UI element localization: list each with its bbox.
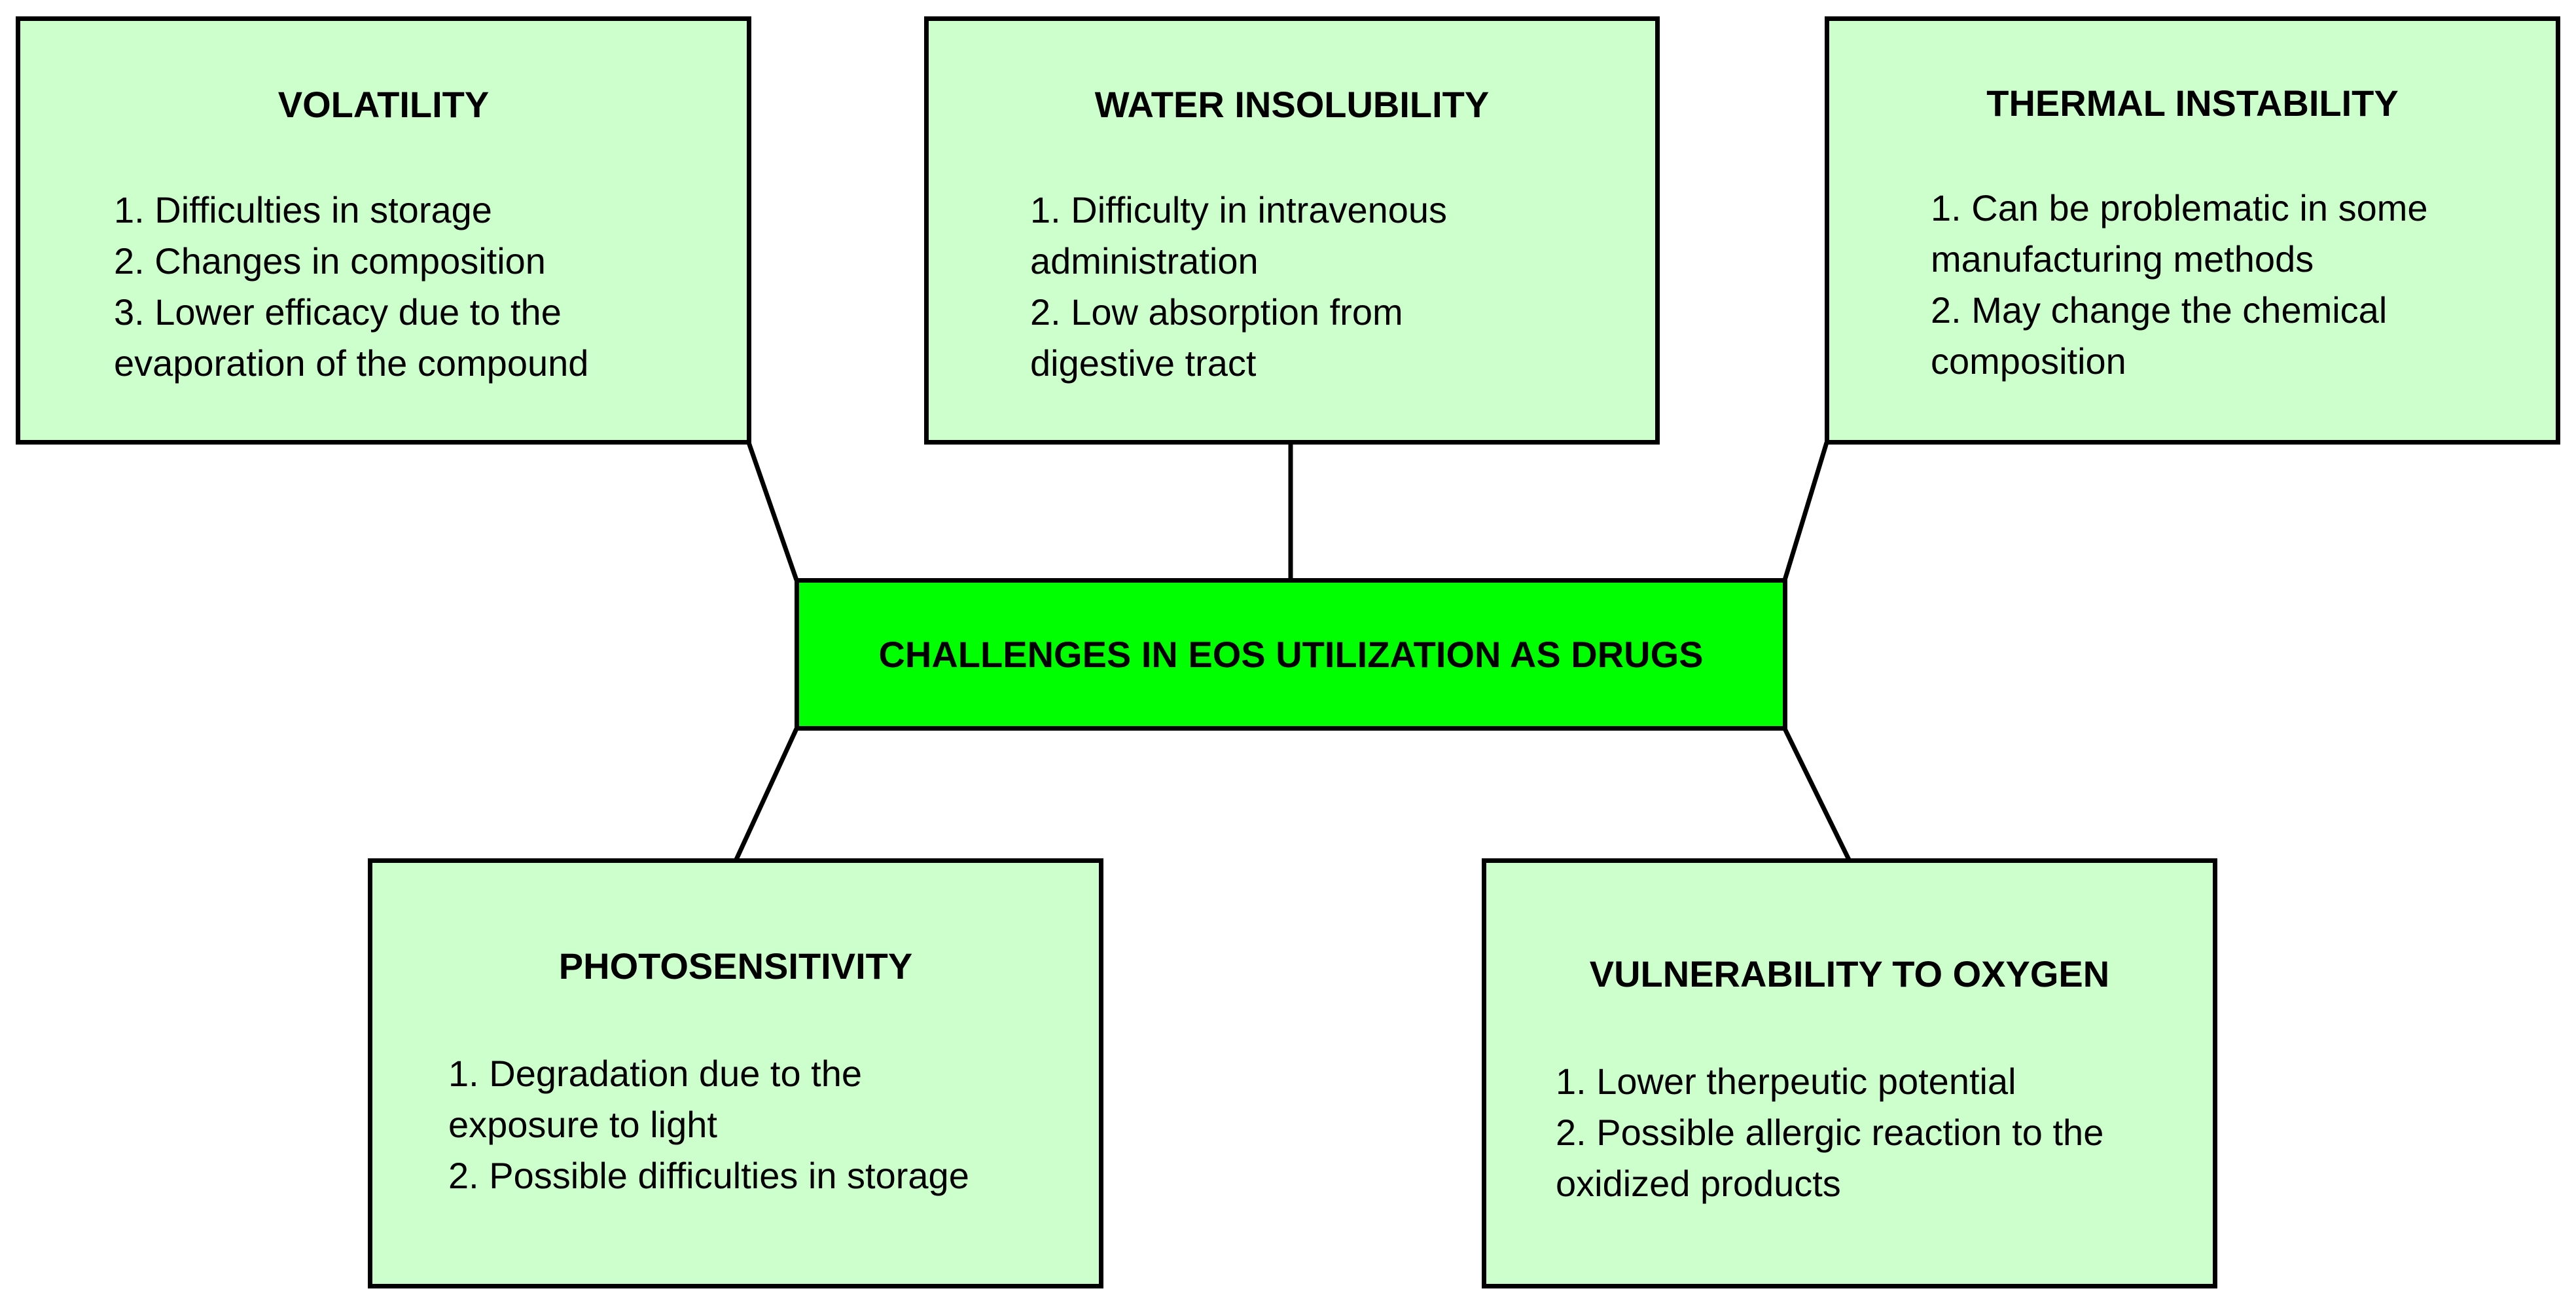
list-item: 2. Changes in composition	[114, 240, 546, 282]
list-item: digestive tract	[1030, 342, 1257, 384]
thermal-instability-title: THERMAL INSTABILITY	[1986, 82, 2399, 124]
photosensitivity-title: PHOTOSENSITIVITY	[558, 945, 913, 987]
list-item: exposure to light	[448, 1104, 717, 1145]
connector-oxygen	[1782, 727, 1852, 862]
thermal-instability-list: 1. Can be problematic in some manufactur…	[1931, 183, 2428, 387]
water-insolubility-title: WATER INSOLUBILITY	[1094, 84, 1490, 125]
photosensitivity-box: PHOTOSENSITIVITY 1. Degradation due to t…	[368, 858, 1103, 1288]
volatility-box: VOLATILITY 1. Difficulties in storage 2.…	[16, 16, 751, 445]
list-item: administration	[1030, 240, 1259, 282]
list-item: 3. Lower efficacy due to the	[114, 291, 562, 333]
thermal-instability-box: THERMAL INSTABILITY 1. Can be problemati…	[1825, 16, 2560, 445]
central-topic-title: CHALLENGES IN EOS UTILIZATION AS DRUGS	[878, 633, 1704, 675]
list-item: 1. Difficulties in storage	[114, 189, 492, 230]
water-insolubility-list: 1. Difficulty in intravenous administrat…	[1030, 185, 1447, 389]
oxygen-title: VULNERABILITY TO OXYGEN	[1589, 953, 2110, 995]
central-topic-box: CHALLENGES IN EOS UTILIZATION AS DRUGS	[795, 578, 1787, 731]
photosensitivity-list: 1. Degradation due to the exposure to li…	[448, 1048, 969, 1201]
list-item: 1. Can be problematic in some	[1931, 187, 2428, 228]
oxygen-box: VULNERABILITY TO OXYGEN 1. Lower therpeu…	[1482, 858, 2217, 1288]
oxygen-list: 1. Lower therpeutic potential 2. Possibl…	[1556, 1056, 2103, 1209]
list-item: 2. Low absorption from	[1030, 291, 1403, 333]
list-item: manufacturing methods	[1931, 238, 2314, 280]
volatility-list: 1. Difficulties in storage 2. Changes in…	[114, 185, 588, 389]
list-item: 1. Difficulty in intravenous	[1030, 189, 1448, 230]
list-item: evaporation of the compound	[114, 342, 589, 384]
list-item: composition	[1931, 340, 2126, 382]
list-item: 2. Possible difficulties in storage	[448, 1155, 969, 1196]
list-item: oxidized products	[1556, 1163, 1841, 1204]
connector-photosensitivity	[733, 727, 799, 862]
list-item: 2. Possible allergic reaction to the	[1556, 1112, 2104, 1153]
connector-thermal-instability	[1782, 441, 1829, 581]
water-insolubility-box: WATER INSOLUBILITY 1. Difficulty in intr…	[924, 16, 1660, 445]
volatility-title: VOLATILITY	[277, 84, 490, 125]
list-item: 2. May change the chemical	[1931, 289, 2388, 331]
list-item: 1. Lower therpeutic potential	[1556, 1061, 2016, 1102]
list-item: 1. Degradation due to the	[448, 1053, 863, 1094]
connector-volatility	[746, 441, 799, 581]
